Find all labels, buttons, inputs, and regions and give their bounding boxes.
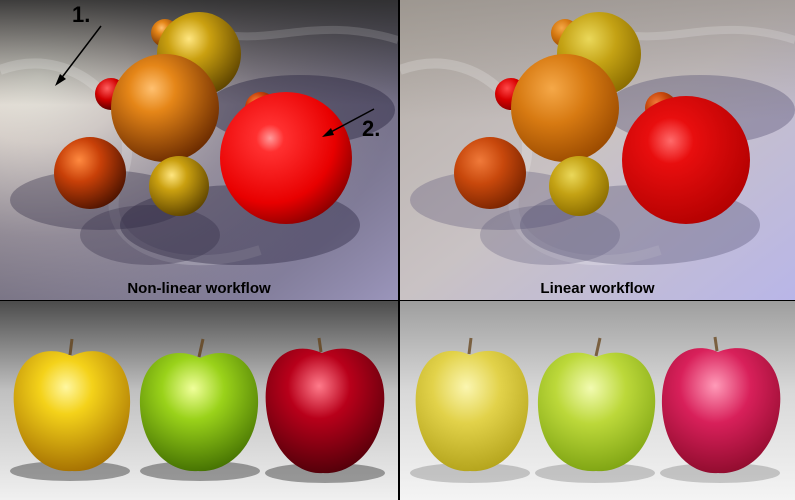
caption-linear: Linear workflow [540, 280, 655, 297]
linear-spheres-render: Linear workflow [400, 0, 795, 300]
nonlinear-apples-render [0, 301, 398, 500]
annotation-marker-1: 1. [72, 2, 91, 27]
linear-spheres-image [400, 0, 795, 300]
nonlinear-apples-image [0, 301, 398, 500]
nonlinear-spheres-image [0, 0, 398, 300]
nonlinear-spheres-render: 1. 2. Non-linear workflow [0, 0, 398, 300]
linear-apples-image [400, 301, 795, 500]
annotation-marker-2: 2. [362, 116, 381, 141]
caption-nonlinear: Non-linear workflow [127, 280, 271, 297]
linear-apples-render [400, 301, 795, 500]
